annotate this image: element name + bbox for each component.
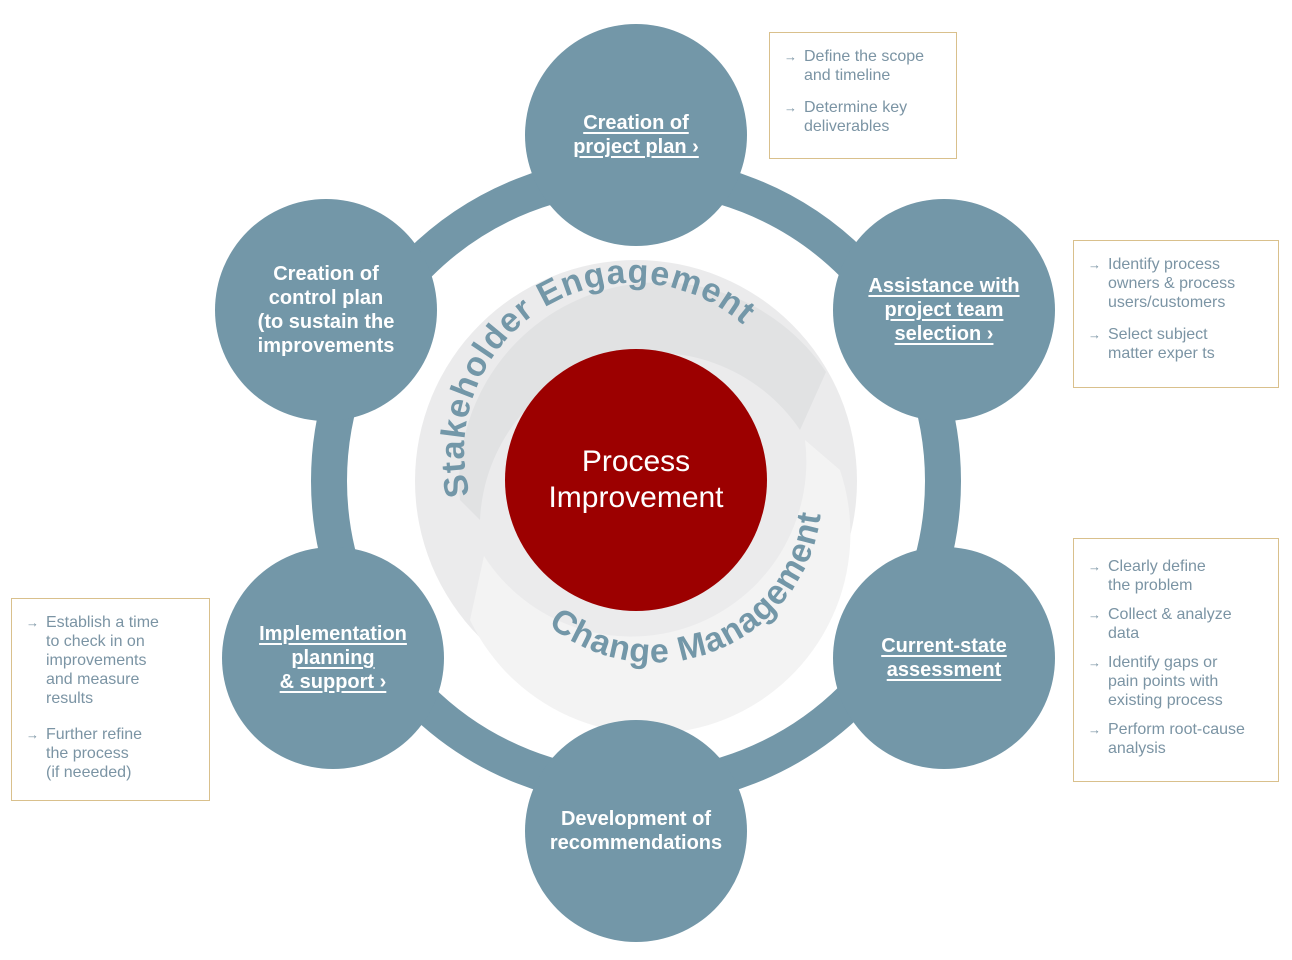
- current-state-link[interactable]: Current-state assessment: [881, 634, 1007, 682]
- swirl-arrow-top: [459, 282, 826, 520]
- process-improvement-center: Process Improvement: [505, 349, 767, 611]
- control-plan-line-2: control plan: [268, 287, 384, 309]
- team-selection-line-1: Assistance with: [868, 275, 1020, 297]
- control-plan-line-1: Creation of: [273, 263, 379, 285]
- detail-text: Perform root-cause analysis: [1108, 721, 1245, 757]
- arrow-right-icon: →: [1088, 607, 1101, 622]
- arrow-right-icon: →: [1088, 559, 1101, 574]
- list-item: → Collect & analyze data: [1088, 605, 1266, 643]
- node-implementation[interactable]: Implementation planning & support ›: [222, 547, 444, 769]
- current-state-details: → Clearly define the problem → Collect &…: [1073, 538, 1279, 782]
- list-item: → Identify process owners & process user…: [1088, 255, 1266, 312]
- detail-text: Further refine the process (if neeeded): [46, 726, 143, 781]
- project-plan-link[interactable]: Creation of project plan ›: [573, 111, 699, 159]
- list-item: → Identify gaps or pain points with exis…: [1088, 653, 1266, 710]
- implementation-line-1: Implementation: [259, 623, 407, 645]
- list-item: → Further refine the process (if neeeded…: [26, 725, 197, 782]
- arrow-right-icon: →: [26, 615, 39, 630]
- arrow-right-icon: →: [1088, 257, 1101, 272]
- project-plan-line-2: project plan ›: [573, 136, 699, 158]
- center-line-2: Improvement: [548, 481, 724, 514]
- swirl-arrow-bottom: [470, 440, 851, 734]
- team-selection-line-3: selection ›: [894, 323, 994, 345]
- list-item: → Determine key deliverables: [784, 98, 944, 136]
- center-line-1: Process: [581, 445, 691, 478]
- team-selection-details: → Identify process owners & process user…: [1073, 240, 1279, 388]
- implementation-link[interactable]: Implementation planning & support ›: [259, 622, 407, 694]
- arrow-right-icon: →: [1088, 327, 1101, 342]
- control-plan-line-4: improvements: [257, 335, 395, 357]
- arrow-right-icon: →: [26, 727, 39, 742]
- arrow-right-icon: →: [1088, 722, 1101, 737]
- detail-text: Establish a time to check in on improvem…: [46, 614, 159, 707]
- project-plan-details: → Define the scope and timeline → Determ…: [769, 32, 957, 159]
- recommendations-line-1: Development of: [560, 808, 712, 830]
- detail-text: Identify process owners & process users/…: [1108, 256, 1236, 311]
- list-item: → Establish a time to check in on improv…: [26, 613, 197, 708]
- control-plan-line-3: (to sustain the: [257, 311, 395, 333]
- list-item: → Perform root-cause analysis: [1088, 720, 1266, 758]
- node-project-plan[interactable]: Creation of project plan ›: [525, 24, 747, 246]
- detail-text: Determine key deliverables: [804, 99, 908, 135]
- detail-text: Define the scope and timeline: [804, 48, 925, 84]
- node-team-selection[interactable]: Assistance with project team selection ›: [833, 199, 1055, 421]
- current-state-line-2: assessment: [886, 659, 1002, 681]
- recommendations-line-2: recommendations: [549, 832, 723, 854]
- arrow-right-icon: →: [1088, 655, 1101, 670]
- list-item: → Select subject matter exper ts: [1088, 325, 1266, 363]
- detail-text: Clearly define the problem: [1108, 558, 1206, 594]
- team-selection-line-2: project team: [884, 299, 1004, 321]
- arrow-right-icon: →: [784, 100, 797, 115]
- current-state-line-1: Current-state: [881, 635, 1007, 657]
- node-recommendations: Development of recommendations: [525, 720, 747, 942]
- node-control-plan: Creation of control plan (to sustain the…: [215, 199, 437, 421]
- team-selection-link[interactable]: Assistance with project team selection ›: [868, 274, 1019, 346]
- node-current-state[interactable]: Current-state assessment: [833, 547, 1055, 769]
- implementation-details: → Establish a time to check in on improv…: [11, 598, 210, 801]
- list-item: → Clearly define the problem: [1088, 557, 1266, 595]
- project-plan-line-1: Creation of: [583, 112, 689, 134]
- detail-text: Collect & analyze data: [1108, 606, 1232, 642]
- list-item: → Define the scope and timeline: [784, 47, 944, 85]
- detail-text: Identify gaps or pain points with existi…: [1108, 654, 1223, 709]
- implementation-line-2: planning: [291, 647, 375, 669]
- implementation-line-3: & support ›: [279, 671, 387, 693]
- detail-text: Select subject matter exper ts: [1108, 326, 1215, 362]
- arrow-right-icon: →: [784, 49, 797, 64]
